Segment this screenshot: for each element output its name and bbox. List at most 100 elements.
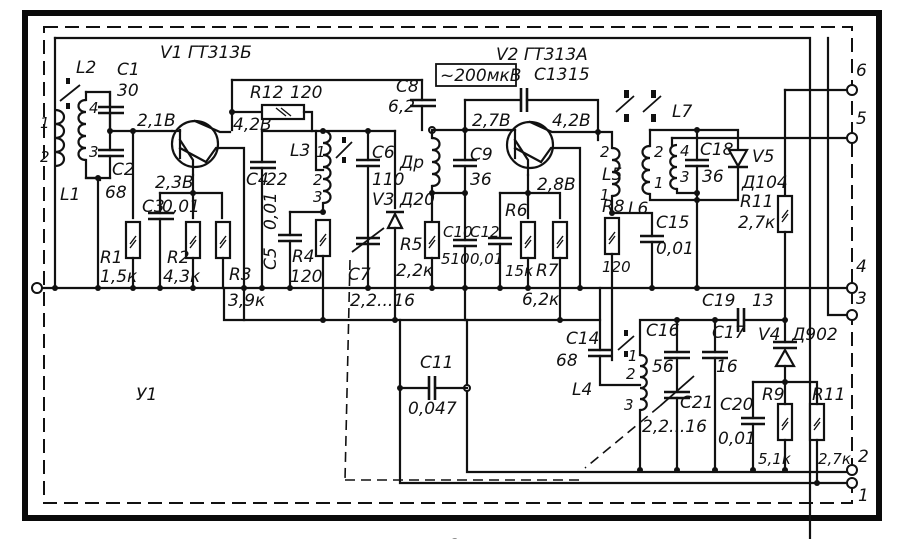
capacitor-C10 (453, 238, 477, 322)
C18-label: C18 (700, 140, 734, 160)
R10-label: R11 (740, 192, 773, 212)
L6-pin1: 1 (654, 174, 664, 192)
resistor-R8 (603, 216, 621, 362)
transistor-V2 (505, 120, 600, 290)
tuning-slug-icon (66, 78, 70, 84)
resistor-R3 (214, 220, 232, 290)
capacitor-C19 (736, 308, 787, 332)
ground-junctions (52, 285, 700, 291)
L7-label: L7 (672, 102, 692, 122)
V3-type: Д20 (399, 190, 435, 210)
L1-pin2: 2 (40, 148, 50, 166)
terminal-6-label: 6 (856, 61, 867, 81)
L4-pin3: 3 (624, 396, 634, 414)
shield-boundary (43, 26, 853, 504)
L7-pin4: 4 (680, 142, 690, 160)
C17-value: 16 (716, 357, 738, 377)
capacitor-C7 (344, 227, 385, 481)
R9-value: 5,1к (758, 450, 791, 468)
R2-label: R2 (167, 248, 190, 268)
C2-value: 68 (105, 183, 127, 203)
capacitor-C12 (488, 191, 512, 290)
R7-label: R7 (536, 261, 559, 281)
L3-label: L3 (290, 141, 310, 161)
C5-value: 0,01 (261, 192, 281, 230)
inductor-L7 (669, 136, 854, 195)
R6-label: R6 (505, 201, 528, 221)
capacitor-C15 (640, 234, 664, 290)
inductor-L6 (641, 128, 699, 202)
L1-label: L1 (60, 185, 80, 205)
C8-label: C8 (396, 77, 419, 97)
C6-value: 110 (372, 170, 404, 190)
R11-value: 2,7к (818, 450, 851, 468)
module-label: У1 (136, 385, 157, 405)
C10-label: C10 (443, 223, 473, 241)
capacitor-C14 (588, 348, 642, 387)
C18-value: 36 (702, 167, 724, 187)
R4-value: 120 (290, 267, 322, 287)
L5-pin2: 2 (600, 143, 610, 161)
measurement-box (435, 63, 517, 87)
capacitor-C16 (664, 318, 690, 394)
resistor-R6 (519, 220, 537, 290)
measurement-value: ~200мкВ (440, 66, 521, 86)
L5-label: L5 (602, 165, 622, 185)
C14-value: 68 (556, 351, 578, 371)
terminal-3-label: 3 (856, 289, 867, 309)
figure-caption: а (449, 533, 459, 539)
diode-V5 (695, 148, 749, 202)
terminal-2 (846, 464, 858, 476)
C7-label: C7 (348, 265, 371, 285)
V2-title: V2 ГТ313А (496, 45, 588, 65)
C6-label: C6 (372, 143, 395, 163)
capacitor-C5 (278, 210, 302, 290)
C9-label: C9 (470, 145, 493, 165)
C16-label: C16 (646, 321, 680, 341)
capacitor-C17 (702, 318, 728, 472)
terminal-1-label: 1 (858, 486, 869, 506)
resistor-R9 (776, 380, 794, 472)
L4-pin1: 1 (628, 347, 638, 365)
R8-value: 120 (602, 258, 631, 276)
L3-pin2: 2 (313, 171, 323, 189)
terminal-4-label: 4 (856, 257, 867, 277)
capacitor-C11 (398, 376, 469, 400)
terminal-2-label: 2 (858, 447, 869, 467)
V3-label: V3 (372, 190, 394, 210)
C15-value: 0,01 (656, 239, 694, 259)
L4-label: L4 (572, 380, 592, 400)
L3-pin3: 3 (313, 188, 323, 206)
terminal-6 (846, 84, 858, 96)
L1-pin1: 1 (40, 114, 50, 132)
V4-label: V4 (758, 325, 780, 345)
L7-pin3: 3 (680, 168, 690, 186)
capacitor-C2 (96, 148, 124, 290)
transistor-V1 (170, 119, 246, 322)
R4-label: R4 (292, 247, 315, 267)
capacitor-C8 (410, 98, 436, 132)
capacitor-C4 (250, 129, 276, 290)
tuning-slug-icon (342, 137, 346, 143)
inductor-L1 (54, 108, 66, 168)
R6-value: 15к (505, 262, 533, 280)
R5-label: R5 (400, 235, 423, 255)
terminal-3 (846, 309, 858, 321)
C9-value: 36 (470, 170, 492, 190)
V2-base-voltage: 2,7В (472, 111, 511, 131)
outer-frame (22, 10, 882, 521)
resistor-R10 (776, 194, 794, 322)
terminal-4 (846, 282, 858, 294)
capacitor-C21 (584, 375, 695, 472)
C12-label: C12 (470, 223, 500, 241)
C14-label: C14 (566, 329, 600, 349)
resistor-R2 (184, 220, 202, 290)
R1-value: 1,5к (100, 267, 138, 287)
C4-label: C4 (246, 170, 269, 190)
L5-pin1: 1 (600, 186, 610, 204)
capacitor-C6 (356, 129, 380, 290)
tuning-slug-icon (651, 90, 656, 98)
R1-label: R1 (100, 248, 123, 268)
V5-label: V5 (752, 147, 774, 167)
